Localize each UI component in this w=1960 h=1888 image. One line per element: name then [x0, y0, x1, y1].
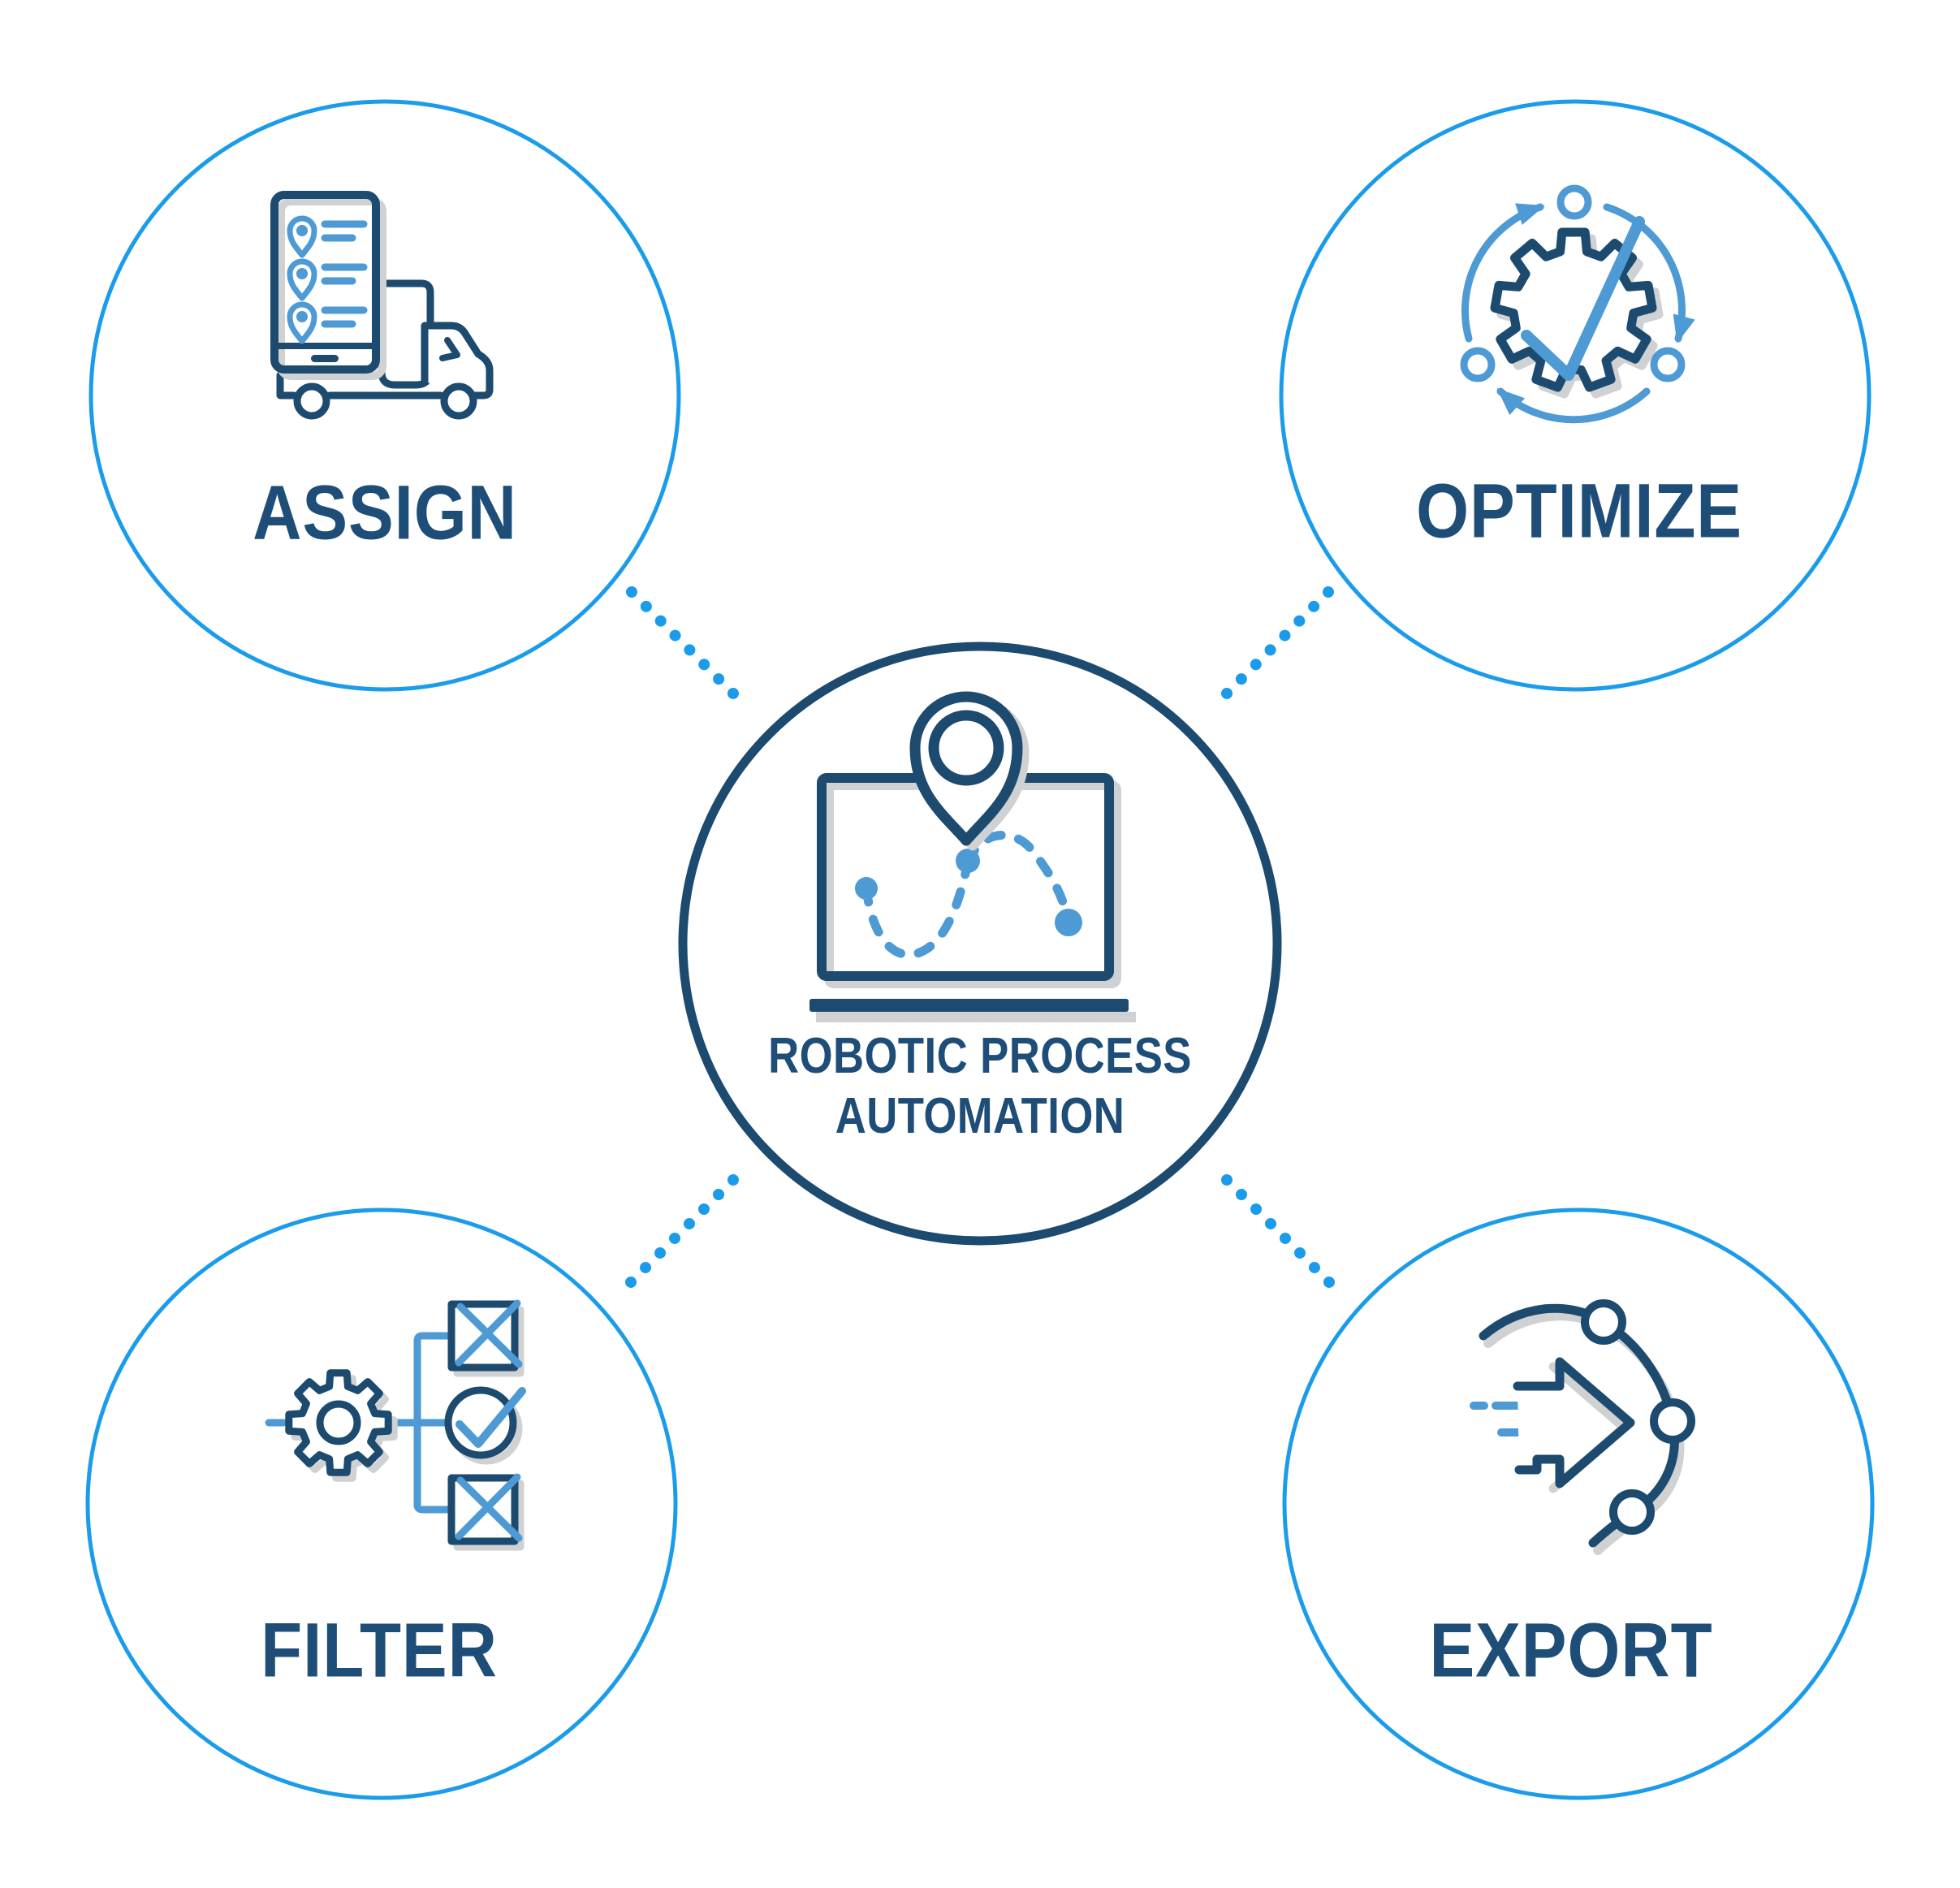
gear-check-cycle-icon [1460, 184, 1695, 424]
phone-icon [270, 191, 386, 380]
pin-dot [296, 311, 308, 322]
cycle-node-left [1460, 347, 1496, 382]
phone-list-row [287, 301, 368, 344]
waypoint-dot [956, 849, 980, 873]
center-label-line1: ROBOTIC PROCESS [768, 1028, 1192, 1084]
branch-bracket [413, 1332, 453, 1514]
pin-dot [296, 225, 308, 236]
phone-shadow [277, 197, 386, 380]
map-pin-hole [928, 710, 1004, 786]
export-arrow-icon [1513, 1357, 1635, 1488]
connector-top-left [626, 586, 739, 699]
filter-circle [85, 1208, 678, 1800]
truck-cab [421, 322, 494, 400]
pin-glyph [287, 301, 317, 344]
pin-glyph [287, 258, 317, 301]
phone-list-row [287, 258, 368, 301]
cycle-node-top [1556, 184, 1592, 220]
arc-node-bottom [1609, 1489, 1655, 1535]
cycle-arc-right [1603, 203, 1695, 343]
phone-home-button [311, 355, 339, 362]
connector-bottom-left [625, 1174, 739, 1288]
pin-dot [296, 268, 308, 279]
fast-arrow-node-arc-icon [1470, 1299, 1695, 1555]
connector-bottom-right [1221, 1174, 1335, 1288]
export-label: EXPORT [1429, 1607, 1713, 1694]
export-circle [1282, 1208, 1875, 1800]
cycle-arc-bottom [1496, 387, 1651, 424]
center-label-line2: AUTOMATION [835, 1088, 1125, 1144]
assign-label: ASSIGN [253, 469, 517, 556]
gear-branch-checklist-icon [265, 1299, 526, 1551]
laptop-map-route-pin-icon [809, 691, 1136, 1022]
center-label: ROBOTIC PROCESS AUTOMATION [768, 1026, 1192, 1147]
truck-wheel-rear [293, 382, 330, 420]
arrow-fill [1517, 1362, 1630, 1484]
check-mark-icon [455, 1387, 526, 1448]
check-mark-icon [1521, 216, 1645, 381]
route-dashed-right [963, 831, 1073, 926]
truck-window-mark [439, 337, 460, 361]
pin-glyph [287, 215, 317, 258]
optimize-circle [1279, 99, 1871, 692]
phone-delivery-truck-icon [270, 191, 494, 420]
connector-top-right [1221, 586, 1334, 699]
phone-list-row [287, 215, 368, 258]
gear-hole [316, 1400, 361, 1445]
arc-node-top [1581, 1299, 1626, 1345]
waypoint-dot [1055, 909, 1082, 936]
arc-node-middle [1650, 1398, 1695, 1444]
truck-icon [276, 279, 494, 420]
route-dashed-left [861, 858, 973, 960]
waypoint-dot [855, 877, 878, 900]
filter-label: FILTER [261, 1607, 498, 1694]
truck-wheel-front [440, 382, 477, 420]
phone-border [270, 191, 380, 374]
dotted-connectors [625, 586, 1335, 1288]
cycle-node-right [1650, 347, 1686, 382]
laptop-base-shadow [816, 1012, 1136, 1022]
laptop-base [809, 999, 1129, 1012]
cycle-arc-left [1461, 203, 1545, 343]
truck-chassis [276, 371, 487, 400]
check-circle-selected [444, 1386, 517, 1459]
x-mark-icon [455, 1299, 523, 1368]
x-mark-icon [455, 1473, 523, 1542]
optimize-label: OPTIMIZE [1416, 468, 1742, 555]
